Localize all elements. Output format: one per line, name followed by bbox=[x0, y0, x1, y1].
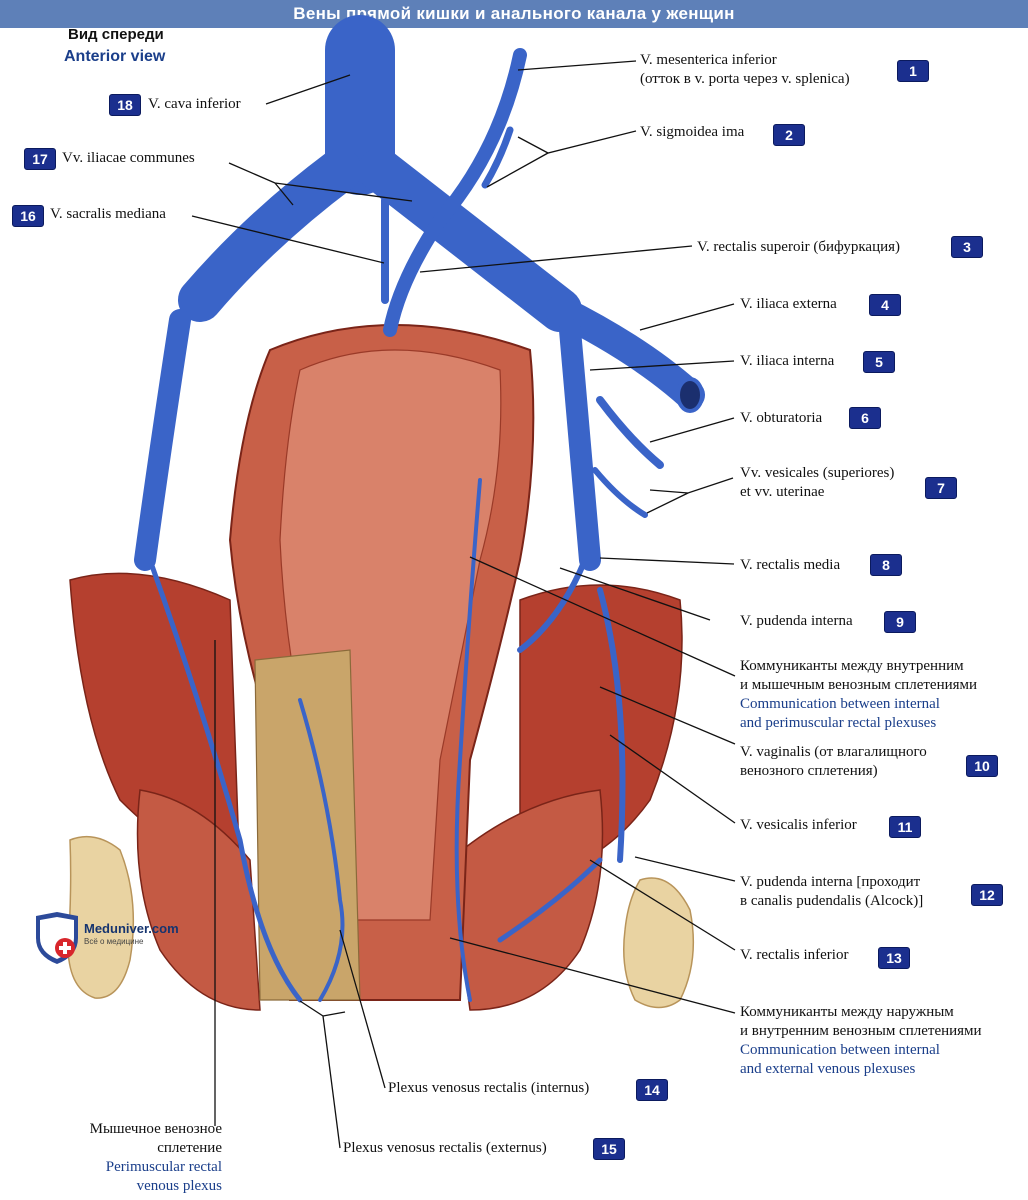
label-11: V. vesicalis inferior bbox=[740, 817, 857, 833]
label-5: V. iliaca interna bbox=[740, 353, 835, 369]
logo-tagline: Всё о медицине bbox=[84, 937, 144, 946]
label-17: Vv. iliacae communes bbox=[62, 150, 195, 166]
badge-6: 6 bbox=[849, 407, 881, 429]
badge-16: 16 bbox=[12, 205, 44, 227]
label-9: V. pudenda interna bbox=[740, 613, 853, 629]
badge-1: 1 bbox=[897, 60, 929, 82]
logo-brand: Meduniver.com bbox=[84, 921, 179, 936]
obturatoria bbox=[596, 396, 664, 469]
sigmoidea-ima bbox=[481, 126, 514, 189]
badge-3: 3 bbox=[951, 236, 983, 258]
label-4: V. iliaca externa bbox=[740, 296, 837, 312]
label-6: V. obturatoria bbox=[740, 410, 823, 426]
badge-14: 14 bbox=[636, 1079, 668, 1101]
badge-11: 11 bbox=[889, 816, 921, 838]
label-1: V. mesenterica inferior(отток в v. porta… bbox=[640, 52, 850, 87]
external-iliac-right bbox=[545, 295, 705, 410]
plexus-mid bbox=[298, 698, 345, 1002]
shield-icon bbox=[36, 912, 78, 964]
label-18: V. cava inferior bbox=[148, 96, 241, 112]
badge-2: 2 bbox=[773, 124, 805, 146]
label-14: Plexus venosus rectalis (internus) bbox=[388, 1080, 590, 1096]
figure-title: Вены прямой кишки и анального канала у ж… bbox=[0, 0, 1028, 28]
plexus-left bbox=[147, 557, 303, 1003]
view-label-en: Anterior view bbox=[64, 48, 166, 65]
leader-lines bbox=[191, 60, 736, 1149]
badge-7: 7 bbox=[925, 477, 957, 499]
plexus-right bbox=[454, 478, 482, 1002]
badge-4: 4 bbox=[869, 294, 901, 316]
vein-network bbox=[134, 15, 705, 1003]
meduniver-logo: Meduniver.com Всё о медицине bbox=[34, 912, 204, 964]
badge-5: 5 bbox=[863, 351, 895, 373]
badge-18: 18 bbox=[109, 94, 141, 116]
label-16: V. sacralis mediana bbox=[50, 206, 166, 222]
common-iliac-left bbox=[178, 148, 362, 322]
badge-13: 13 bbox=[878, 947, 910, 969]
mesenterica-inferior bbox=[383, 48, 527, 337]
internal-iliac-left bbox=[134, 309, 191, 571]
internal-iliac-right bbox=[559, 319, 601, 571]
label-2: V. sigmoidea ima bbox=[640, 124, 745, 140]
rectalis-inferior bbox=[497, 857, 603, 943]
sphincter-left bbox=[136, 789, 261, 1011]
badge-12: 12 bbox=[971, 884, 1003, 906]
badge-9: 9 bbox=[884, 611, 916, 633]
view-label-ru: Вид спереди bbox=[68, 26, 164, 43]
sphincter-right bbox=[449, 789, 604, 1011]
badge-10: 10 bbox=[966, 755, 998, 777]
rectalis-media bbox=[517, 557, 588, 653]
label-3: V. rectalis superoir (бифуркация) bbox=[697, 239, 901, 255]
label-8: V. rectalis media bbox=[740, 557, 841, 573]
vesicales bbox=[592, 467, 648, 518]
label-15: Plexus venosus rectalis (externus) bbox=[343, 1140, 547, 1156]
badge-17: 17 bbox=[24, 148, 56, 170]
external-iliac-cut-end bbox=[676, 377, 704, 413]
badge-8: 8 bbox=[870, 554, 902, 576]
badge-15: 15 bbox=[593, 1138, 625, 1160]
common-iliac-right bbox=[358, 148, 582, 332]
label-7: Vv. vesicales (superiores)et vv. uterina… bbox=[740, 465, 895, 500]
label-13: V. rectalis inferior bbox=[740, 947, 849, 963]
ischial-bone-right bbox=[623, 877, 695, 1009]
